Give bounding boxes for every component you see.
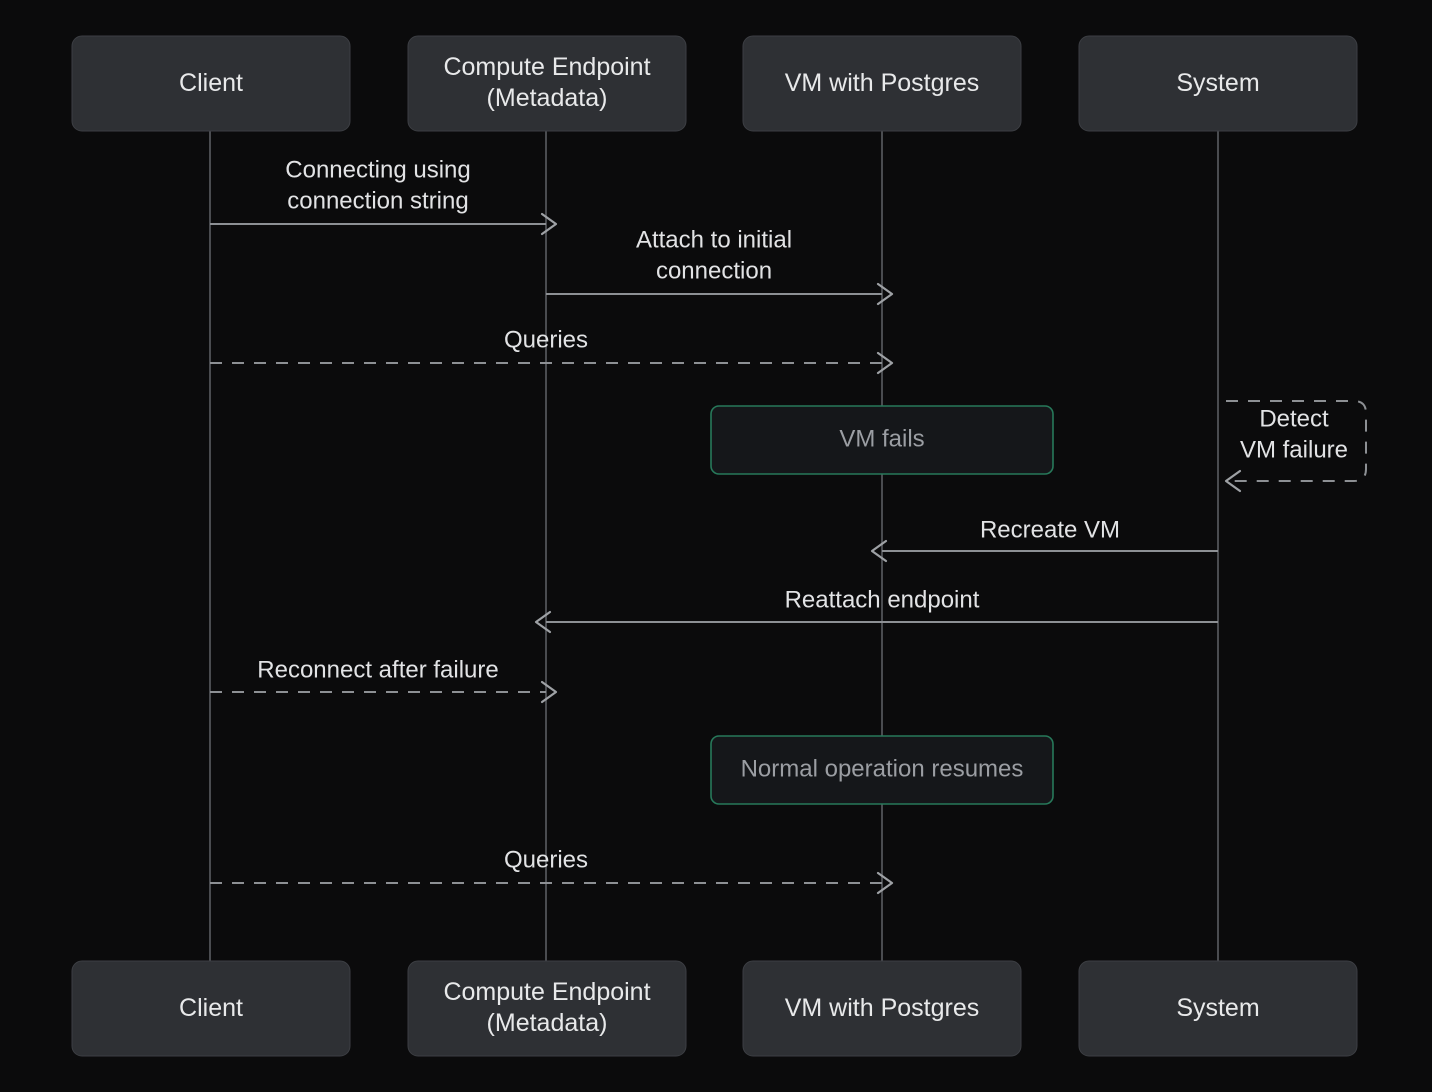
participant-label-compute-bottom-line1: Compute Endpoint (443, 978, 650, 1006)
participant-compute-bottom[interactable]: Compute Endpoint (Metadata) (407, 960, 687, 1057)
self-message-label-s1: Detect (1259, 405, 1329, 432)
message-arrowhead-m2 (876, 282, 894, 306)
message-arrowhead-m6 (540, 680, 558, 704)
note-n2[interactable]: Normal operation resumes (710, 735, 1054, 805)
note-box-n2[interactable] (710, 735, 1054, 805)
lifelines-layer (209, 131, 1219, 961)
message-m5[interactable]: Reattach endpoint (534, 586, 1218, 634)
participant-vm-bottom[interactable]: VM with Postgres (742, 960, 1022, 1057)
participant-box-compute-bottom[interactable] (407, 960, 687, 1057)
participant-label-vm-bottom: VM with Postgres (785, 994, 980, 1022)
message-arrowhead-m1 (540, 212, 558, 236)
participant-label-compute-top-line2: (Metadata) (487, 84, 608, 112)
note-n1[interactable]: VM fails (710, 405, 1054, 475)
message-label-m1-line2: connection string (287, 187, 468, 214)
participant-box-compute-top[interactable] (407, 35, 687, 132)
self-message-s1[interactable]: Detect VM failure (1224, 400, 1367, 493)
participant-box-client-top[interactable] (71, 35, 351, 132)
message-label-m7: Queries (504, 846, 588, 873)
self-message-line-s1 (1226, 400, 1367, 482)
participant-label-system-top: System (1176, 69, 1259, 97)
participant-vm-top[interactable]: VM with Postgres (742, 35, 1022, 132)
note-label-n1: VM fails (839, 425, 924, 452)
participant-system-top[interactable]: System (1078, 35, 1358, 132)
message-label-m2-line2: connection (656, 257, 772, 284)
message-arrowhead-m7 (876, 871, 894, 895)
message-m6[interactable]: Reconnect after failure (210, 656, 558, 704)
message-label-m5: Reattach endpoint (785, 586, 980, 613)
message-m2[interactable]: Attach to initial connection (546, 226, 894, 306)
message-m4[interactable]: Recreate VM (870, 516, 1218, 563)
self-message-label-s1-line2: VM failure (1240, 436, 1348, 463)
participant-box-system-top[interactable] (1078, 35, 1358, 132)
participant-client-bottom[interactable]: Client (71, 960, 351, 1057)
message-label-m6: Reconnect after failure (257, 656, 498, 683)
participant-system-bottom[interactable]: System (1078, 960, 1358, 1057)
participant-box-vm-bottom[interactable] (742, 960, 1022, 1057)
note-label-n2: Normal operation resumes (741, 755, 1024, 782)
messages-layer: Connecting using connection stringAttach … (210, 156, 1367, 895)
participant-label-system-bottom: System (1176, 994, 1259, 1022)
participant-label-compute-bottom-line2: (Metadata) (487, 1009, 608, 1037)
message-arrowhead-m5 (534, 610, 552, 634)
participant-box-vm-top[interactable] (742, 35, 1022, 132)
self-message-arrowhead-s1 (1224, 469, 1242, 493)
message-label-m1: Connecting using (285, 156, 470, 183)
participant-label-client-bottom: Client (179, 994, 243, 1022)
message-m1[interactable]: Connecting using connection string (210, 156, 558, 236)
message-arrowhead-m4 (870, 539, 888, 563)
participant-label-client-top: Client (179, 69, 243, 97)
message-m7[interactable]: Queries (210, 846, 894, 895)
participant-label-vm-top: VM with Postgres (785, 69, 980, 97)
message-m3[interactable]: Queries (210, 326, 894, 375)
participant-box-system-bottom[interactable] (1078, 960, 1358, 1057)
message-label-m3: Queries (504, 326, 588, 353)
participant-client-top[interactable]: Client (71, 35, 351, 132)
participant-label-compute-top-line1: Compute Endpoint (443, 53, 650, 81)
message-label-m4: Recreate VM (980, 516, 1120, 543)
participant-box-client-bottom[interactable] (71, 960, 351, 1057)
message-label-m2: Attach to initial (636, 226, 792, 253)
note-box-n1[interactable] (710, 405, 1054, 475)
participant-compute-top[interactable]: Compute Endpoint (Metadata) (407, 35, 687, 132)
message-arrowhead-m3 (876, 351, 894, 375)
